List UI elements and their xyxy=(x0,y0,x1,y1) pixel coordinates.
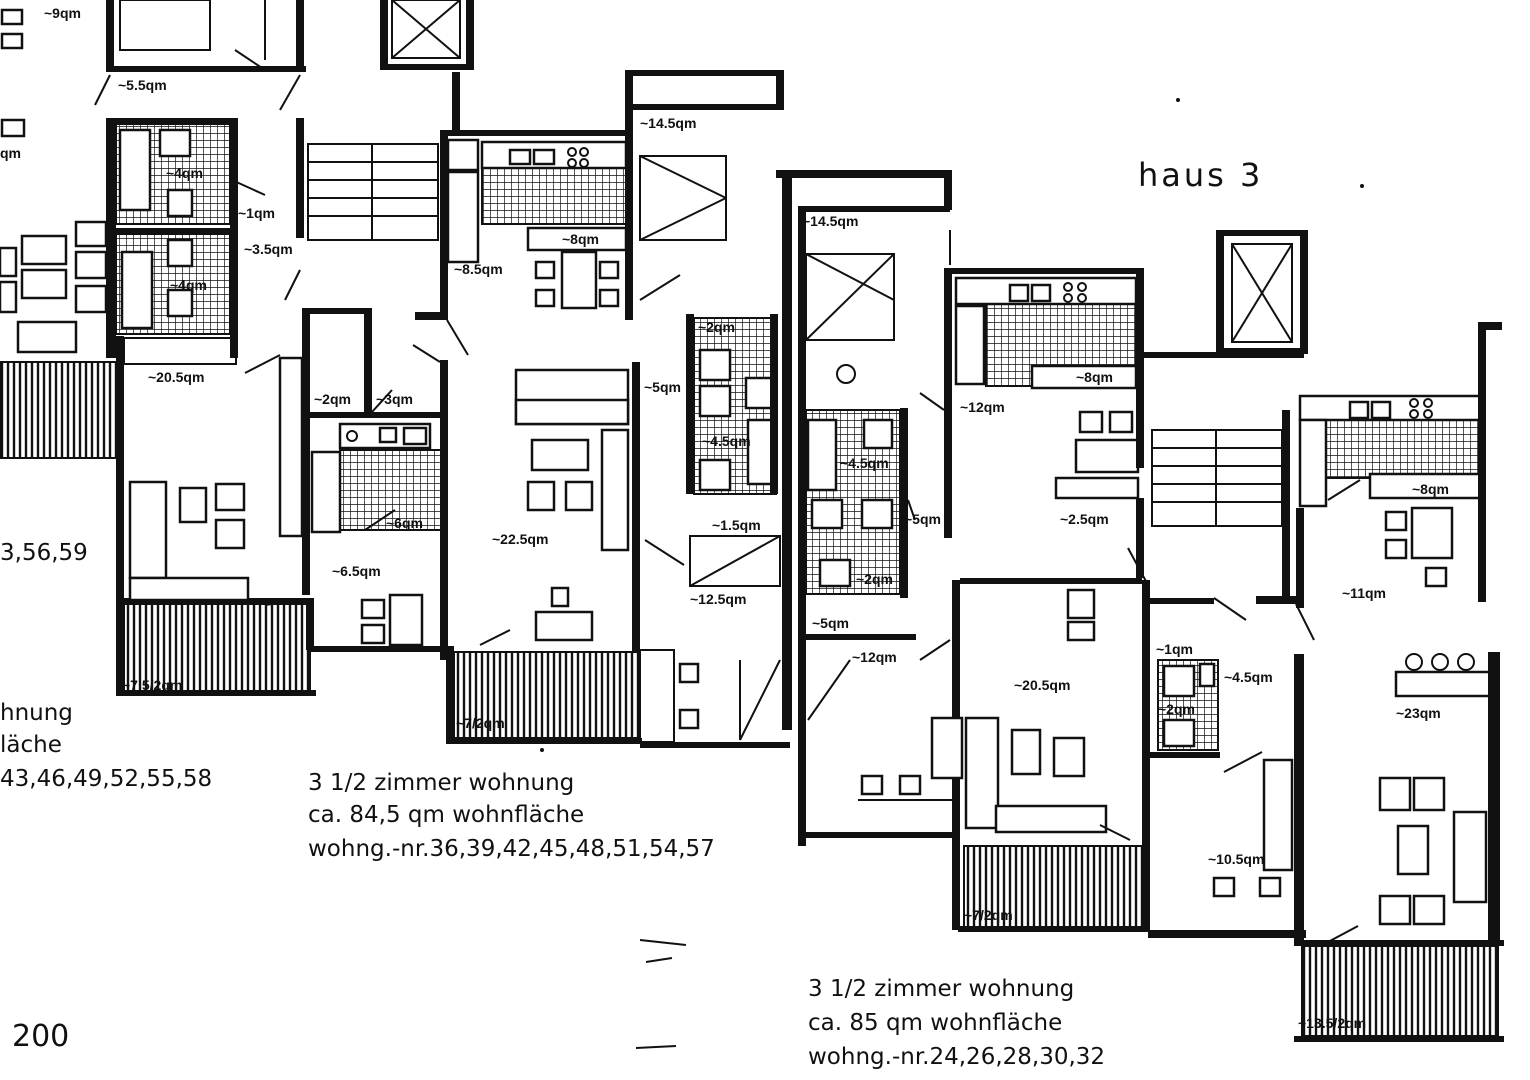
room-label: ~6qm xyxy=(386,515,423,531)
caption-right-line2: ca. 85 qm wohnfläche xyxy=(808,1010,1062,1036)
room-label: ~11qm xyxy=(1342,585,1386,601)
room-label: ~1qm xyxy=(238,205,275,221)
room-label: ~2qm xyxy=(314,391,351,407)
caption-left-line3: 43,46,49,52,55,58 xyxy=(0,766,212,792)
unit-far-right xyxy=(1144,230,1504,1042)
unit-right-center xyxy=(776,170,1150,932)
caption-middle-line3: wohng.-nr.36,39,42,45,48,51,54,57 xyxy=(308,836,715,862)
room-label: ~4.5qm xyxy=(1224,669,1273,685)
room-label: ~6.5qm xyxy=(332,563,381,579)
caption-left-partial-numbers: 3,56,59 xyxy=(0,540,88,566)
room-label: ~22.5qm xyxy=(492,531,548,547)
room-label: ~9qm xyxy=(44,5,81,21)
caption-right: 3 1/2 zimmer wohnung ca. 85 qm wohnfläch… xyxy=(808,976,1105,1070)
caption-middle: 3 1/2 zimmer wohnung ca. 84,5 qm wohnflä… xyxy=(308,770,715,862)
room-label: ~14.5qm xyxy=(802,213,858,229)
room-label: ~7.5/2qm xyxy=(122,677,182,693)
room-label: ~10.5qm xyxy=(1208,851,1264,867)
room-label: ~20.5qm xyxy=(148,369,204,385)
room-label: ~3.5qm xyxy=(244,241,293,257)
page-number: 200 xyxy=(12,1019,69,1054)
room-label: ~8.5qm xyxy=(454,261,503,277)
room-label: ~1.5qm xyxy=(712,517,761,533)
room-label: ~12qm xyxy=(852,649,897,665)
room-label: ~5.5qm xyxy=(118,77,167,93)
room-label: ~14.5qm xyxy=(640,115,696,131)
room-area-labels: ~9qm ~5.5qm qm ~4qm ~1qm ~3.5qm ~4qm ~20… xyxy=(0,5,1449,1031)
room-label: ~3qm xyxy=(376,391,413,407)
room-label: ~13.5/2qm xyxy=(1298,1015,1366,1031)
room-label: ~1qm xyxy=(1156,641,1193,657)
caption-right-line1: 3 1/2 zimmer wohnung xyxy=(808,976,1074,1002)
room-label: qm xyxy=(0,145,21,161)
caption-middle-line2: ca. 84,5 qm wohnfläche xyxy=(308,802,584,828)
scan-artifacts xyxy=(540,98,1364,1049)
room-label: ~2qm xyxy=(698,319,735,335)
room-label: ~8qm xyxy=(1412,481,1449,497)
room-label: ~5qm xyxy=(812,615,849,631)
room-label: ~4.5qm xyxy=(840,455,889,471)
caption-left-line2: läche xyxy=(0,732,62,758)
room-label: ~8qm xyxy=(562,231,599,247)
caption-middle-line1: 3 1/2 zimmer wohnung xyxy=(308,770,574,796)
room-label: ~12qm xyxy=(960,399,1005,415)
room-label: ~7/2qm xyxy=(456,715,505,731)
caption-right-line3: wohng.-nr.24,26,28,30,32 xyxy=(808,1044,1105,1070)
building-title: haus 3 xyxy=(1138,156,1263,194)
room-label: ~4.5qm xyxy=(702,433,751,449)
room-label: ~12.5qm xyxy=(690,591,746,607)
unit-left xyxy=(0,0,474,696)
room-label: ~2qm xyxy=(1158,701,1195,717)
room-label: ~20.5qm xyxy=(1014,677,1070,693)
caption-left: 3,56,59 hnung läche 43,46,49,52,55,58 xyxy=(0,540,212,792)
room-label: ~8qm xyxy=(1076,369,1113,385)
room-label: ~23qm xyxy=(1396,705,1441,721)
room-label: ~4qm xyxy=(166,165,203,181)
caption-left-line1: hnung xyxy=(0,700,73,726)
room-label: ~4qm xyxy=(170,277,207,293)
room-label: ~5qm xyxy=(644,379,681,395)
room-label: ~2qm xyxy=(856,571,893,587)
room-label: ~2.5qm xyxy=(1060,511,1109,527)
room-label: ~5qm xyxy=(904,511,941,527)
unit-middle xyxy=(296,70,792,748)
room-label: ~7/2qm xyxy=(964,907,1013,923)
